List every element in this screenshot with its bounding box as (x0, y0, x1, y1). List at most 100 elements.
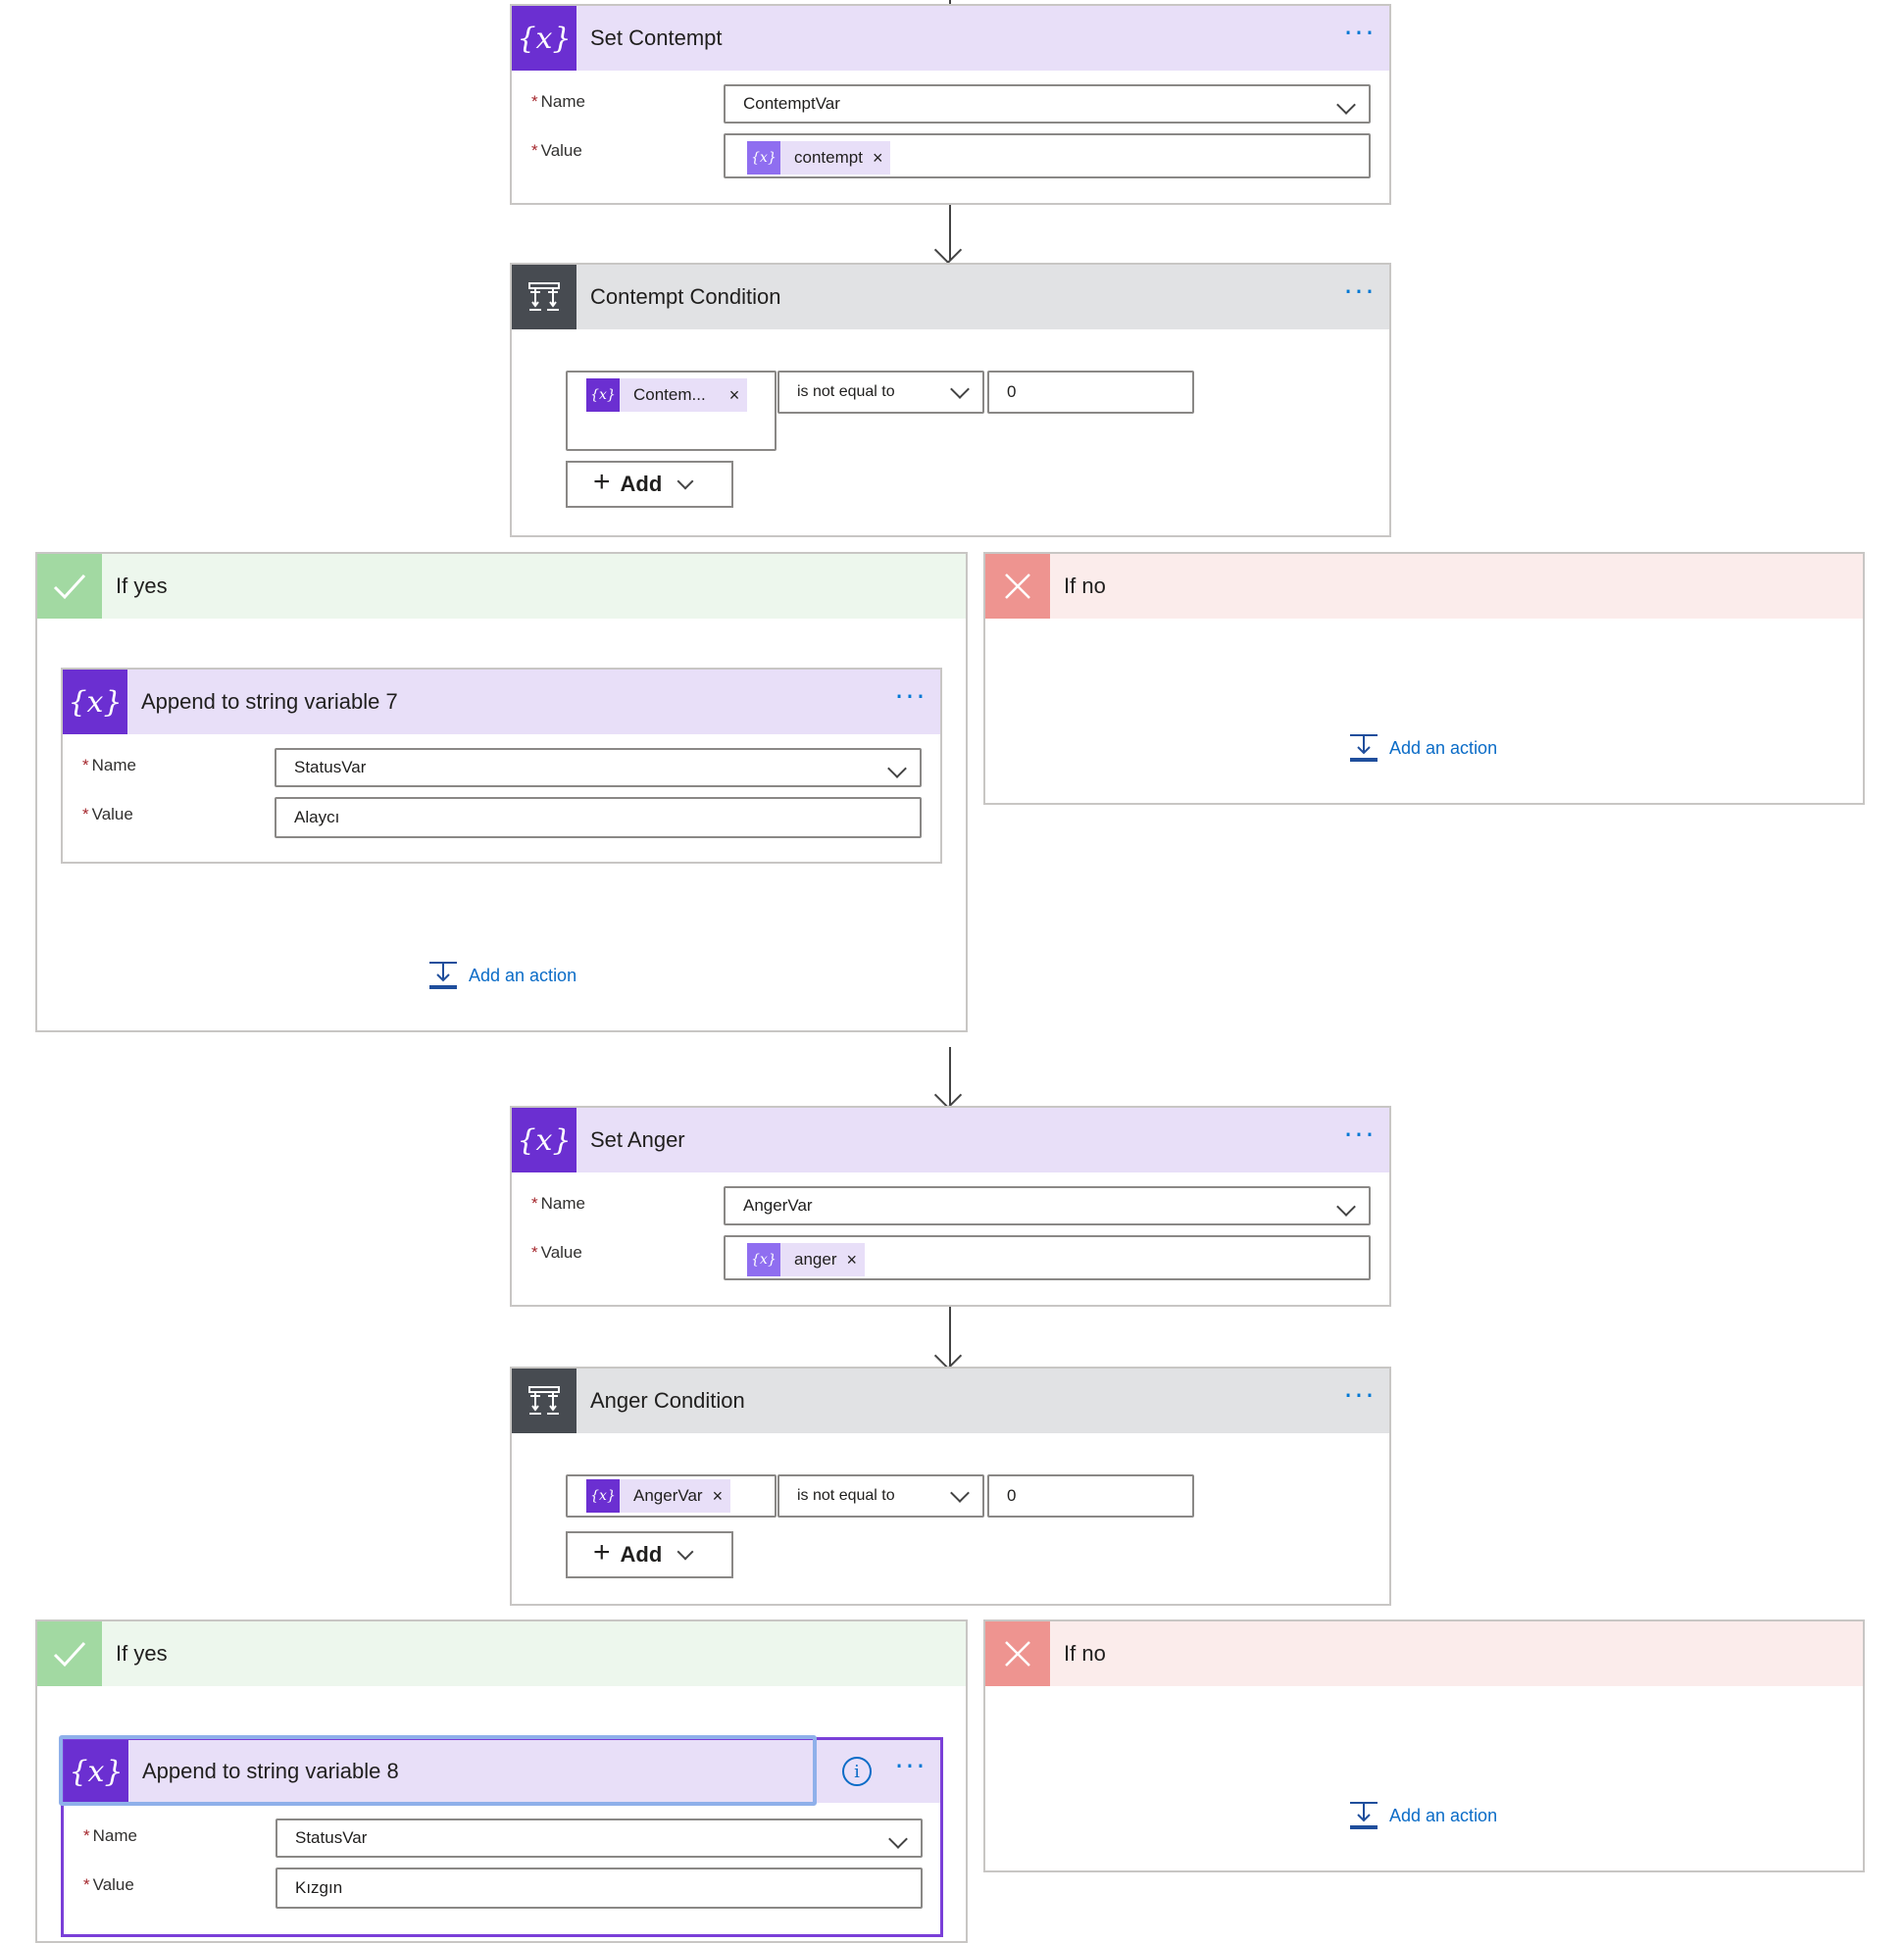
remove-token-icon[interactable]: × (872, 147, 883, 168)
more-options-button[interactable]: ··· (894, 1750, 927, 1782)
contempt-if-yes-branch: If yes {x} Append to string variable 7 ·… (35, 552, 968, 1032)
if-yes-header: If yes (37, 554, 966, 619)
chevron-down-icon (676, 473, 694, 490)
name-dropdown[interactable]: ContemptVar (724, 84, 1371, 124)
condition-icon (512, 1369, 576, 1433)
add-an-action-link[interactable]: Add an action (1348, 1800, 1497, 1831)
operator-value: is not equal to (797, 1487, 895, 1504)
set-contempt-header[interactable]: {x} Set Contempt ··· (512, 6, 1389, 71)
add-action-icon (1350, 1802, 1378, 1829)
name-value: StatusVar (294, 758, 367, 776)
variable-icon: {x} (63, 670, 127, 734)
name-dropdown[interactable]: StatusVar (275, 748, 922, 787)
dynamic-token[interactable]: {x} contempt × (747, 141, 891, 174)
more-options-button[interactable]: ··· (1343, 1119, 1377, 1151)
set-anger-header[interactable]: {x} Set Anger ··· (512, 1108, 1389, 1172)
name-label: *Name (82, 756, 136, 774)
name-dropdown[interactable]: AngerVar (724, 1186, 1371, 1225)
card-title: Contempt Condition (590, 284, 781, 309)
variable-icon: {x} (512, 6, 576, 71)
operator-dropdown[interactable]: is not equal to (777, 371, 984, 414)
name-value: AngerVar (743, 1196, 813, 1215)
remove-token-icon[interactable]: × (712, 1485, 724, 1506)
check-icon (37, 1621, 102, 1686)
token-label: Contem... (633, 385, 706, 404)
name-label: *Name (531, 92, 585, 111)
value-label: *Value (531, 141, 582, 160)
set-anger-card[interactable]: {x} Set Anger ··· *Name AngerVar *Value … (510, 1106, 1391, 1307)
remove-token-icon[interactable]: × (728, 384, 740, 405)
add-an-action-link[interactable]: Add an action (427, 960, 576, 991)
value-input[interactable]: Kızgın (276, 1868, 923, 1909)
operator-dropdown[interactable]: is not equal to (777, 1474, 984, 1518)
anger-if-no-branch: If no Add an action (983, 1619, 1865, 1872)
token-label: anger (794, 1250, 837, 1269)
close-icon (985, 1621, 1050, 1686)
more-options-button[interactable]: ··· (1343, 275, 1377, 308)
branch-label: If yes (116, 1641, 168, 1666)
branch-label: If no (1064, 1641, 1106, 1666)
append-8-header[interactable]: {x} Append to string variable 8 i ··· (64, 1740, 940, 1803)
add-action-icon (1350, 734, 1378, 762)
operand-value: 0 (1007, 1486, 1017, 1505)
anger-condition-card[interactable]: Anger Condition ··· {x} AngerVar × is no… (510, 1367, 1391, 1606)
incoming-connector (949, 0, 951, 4)
add-row-button[interactable]: + Add (566, 1531, 733, 1578)
add-action-label: Add an action (469, 965, 577, 985)
variable-icon: {x} (747, 141, 780, 174)
contempt-condition-card[interactable]: Contempt Condition ··· {x} Contem... × i… (510, 263, 1391, 537)
operand-value: 0 (1007, 382, 1017, 401)
more-options-button[interactable]: ··· (1343, 1379, 1377, 1412)
dynamic-token[interactable]: {x} Contem... × (586, 378, 748, 412)
anger-condition-header[interactable]: Anger Condition ··· (512, 1369, 1389, 1433)
condition-right-operand[interactable]: 0 (987, 371, 1194, 414)
value-label: *Value (82, 805, 133, 823)
name-value: StatusVar (295, 1828, 368, 1847)
variable-icon: {x} (64, 1740, 128, 1803)
if-yes-header: If yes (37, 1621, 966, 1686)
add-row-button[interactable]: + Add (566, 461, 733, 508)
chevron-down-icon (888, 1829, 908, 1849)
condition-icon (512, 265, 576, 329)
variable-icon: {x} (586, 378, 620, 412)
if-no-header: If no (985, 1621, 1863, 1686)
operator-value: is not equal to (797, 383, 895, 400)
variable-icon: {x} (512, 1108, 576, 1172)
card-title: Anger Condition (590, 1388, 745, 1413)
plus-icon: + (593, 466, 611, 498)
selection-outline (59, 1735, 817, 1806)
remove-token-icon[interactable]: × (846, 1249, 857, 1270)
connector-arrow (949, 1047, 951, 1105)
condition-right-operand[interactable]: 0 (987, 1474, 1194, 1518)
token-label: contempt (794, 148, 863, 167)
branch-label: If no (1064, 573, 1106, 598)
dynamic-token[interactable]: {x} AngerVar × (586, 1479, 731, 1513)
value-input[interactable]: Alaycı (275, 797, 922, 838)
token-label: AngerVar (633, 1486, 703, 1505)
chevron-down-icon (1336, 95, 1356, 115)
card-title: Set Anger (590, 1127, 685, 1152)
name-dropdown[interactable]: StatusVar (276, 1818, 923, 1858)
dynamic-token[interactable]: {x} anger × (747, 1243, 865, 1276)
more-options-button[interactable]: ··· (1343, 17, 1377, 49)
append-7-header[interactable]: {x} Append to string variable 7 ··· (63, 670, 940, 734)
value-text: Alaycı (294, 808, 340, 826)
card-title: Append to string variable 7 (141, 689, 398, 714)
add-an-action-link[interactable]: Add an action (1348, 732, 1497, 764)
contempt-condition-header[interactable]: Contempt Condition ··· (512, 265, 1389, 329)
close-icon (985, 554, 1050, 619)
chevron-down-icon (1336, 1197, 1356, 1217)
add-action-label: Add an action (1389, 737, 1498, 758)
value-text: Kızgın (295, 1878, 343, 1897)
variable-icon: {x} (747, 1243, 780, 1276)
info-icon[interactable]: i (842, 1757, 872, 1786)
add-label: Add (620, 472, 663, 496)
connector-arrow (949, 1307, 951, 1366)
chevron-down-icon (676, 1543, 694, 1561)
connector-arrow (949, 205, 951, 260)
set-contempt-card[interactable]: {x} Set Contempt ··· *Name ContemptVar *… (510, 4, 1391, 205)
append-string-variable-8-card[interactable]: {x} Append to string variable 8 i ··· *N… (59, 1735, 943, 1937)
append-string-variable-7-card[interactable]: {x} Append to string variable 7 ··· *Nam… (61, 668, 942, 864)
more-options-button[interactable]: ··· (894, 680, 927, 713)
add-action-icon (429, 962, 457, 989)
